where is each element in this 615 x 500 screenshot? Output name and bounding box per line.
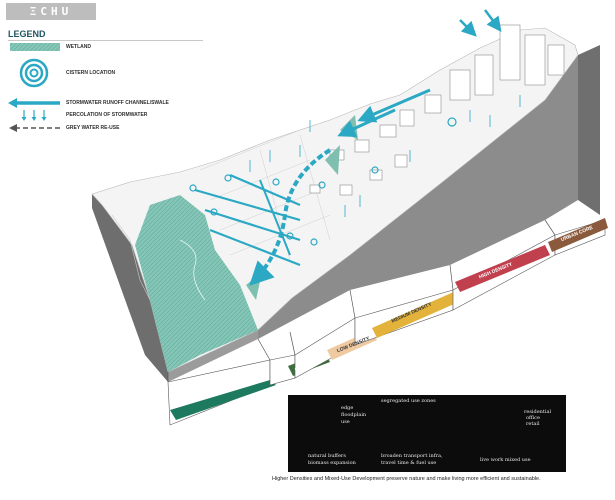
zone-band-wetland-agriculture (170, 380, 276, 420)
zone-band-urban-core (548, 218, 608, 252)
legend-title: LEGEND (8, 29, 46, 39)
legend-label-wetland: WETLAND (66, 44, 91, 50)
percolation-marks (249, 95, 521, 217)
percolation-arrows-icon (21, 110, 47, 121)
grey-water-dashed-arrow-icon (9, 124, 60, 132)
panel-one-text-use: use (341, 419, 350, 425)
legend-label-percolation: PERCOLATION OF STORMWATER (66, 112, 148, 118)
panel-one-text-edge: edge (341, 405, 354, 411)
legend-label-runoff: STORMWATER RUNOFF CHANNEL/SWALE (66, 100, 169, 106)
legend-label-cistern: CISTERN LOCATION (66, 70, 116, 76)
runoff-arrow-icon (8, 98, 60, 108)
legend-divider (8, 40, 203, 41)
panel-mixed-use: residential office retail live work mixe… (466, 395, 566, 472)
legend-icons (8, 43, 60, 132)
panel-two-text-travel: travel time & fuel use (381, 460, 437, 466)
panel-one-text-biomass: biomass expansion (308, 460, 356, 466)
panel-two-text-transport: broaden transport infra, (381, 453, 443, 459)
terrain-block (91, 24, 600, 382)
panel-one-text-natural-buffers: natural buffers (308, 453, 346, 459)
panel-three-text-residential: residential (524, 409, 552, 415)
panel-natural-buffers: edge floodplain use natural buffers biom… (288, 395, 388, 472)
zone-band-medium-density (372, 287, 470, 338)
zone-guides (167, 219, 556, 382)
caption: Higher Densities and Mixed-Use Developme… (272, 476, 541, 482)
legend-label-grey-water: GREY WATER RE-USE (66, 125, 120, 131)
panel-three-text-retail: retail (526, 421, 540, 427)
zone-ribbon (167, 218, 608, 426)
logo: ΞCHU (6, 3, 96, 20)
panel-three-text-live-work: live work mixed use (480, 457, 531, 463)
panel-segregated-use: segregated use zones broaden transport i… (373, 395, 473, 472)
cistern-ring-icon (19, 58, 49, 88)
cisterns (189, 117, 457, 246)
panel-one-text-floodplain: floodplain (341, 412, 367, 418)
zone-band-high-density (455, 245, 550, 292)
stormwater-channels (194, 9, 502, 286)
panel-three-text-office: office (526, 415, 540, 421)
wetland-swatch-icon (10, 43, 60, 51)
panel-two-text-segregated: segregated use zones (381, 398, 436, 404)
